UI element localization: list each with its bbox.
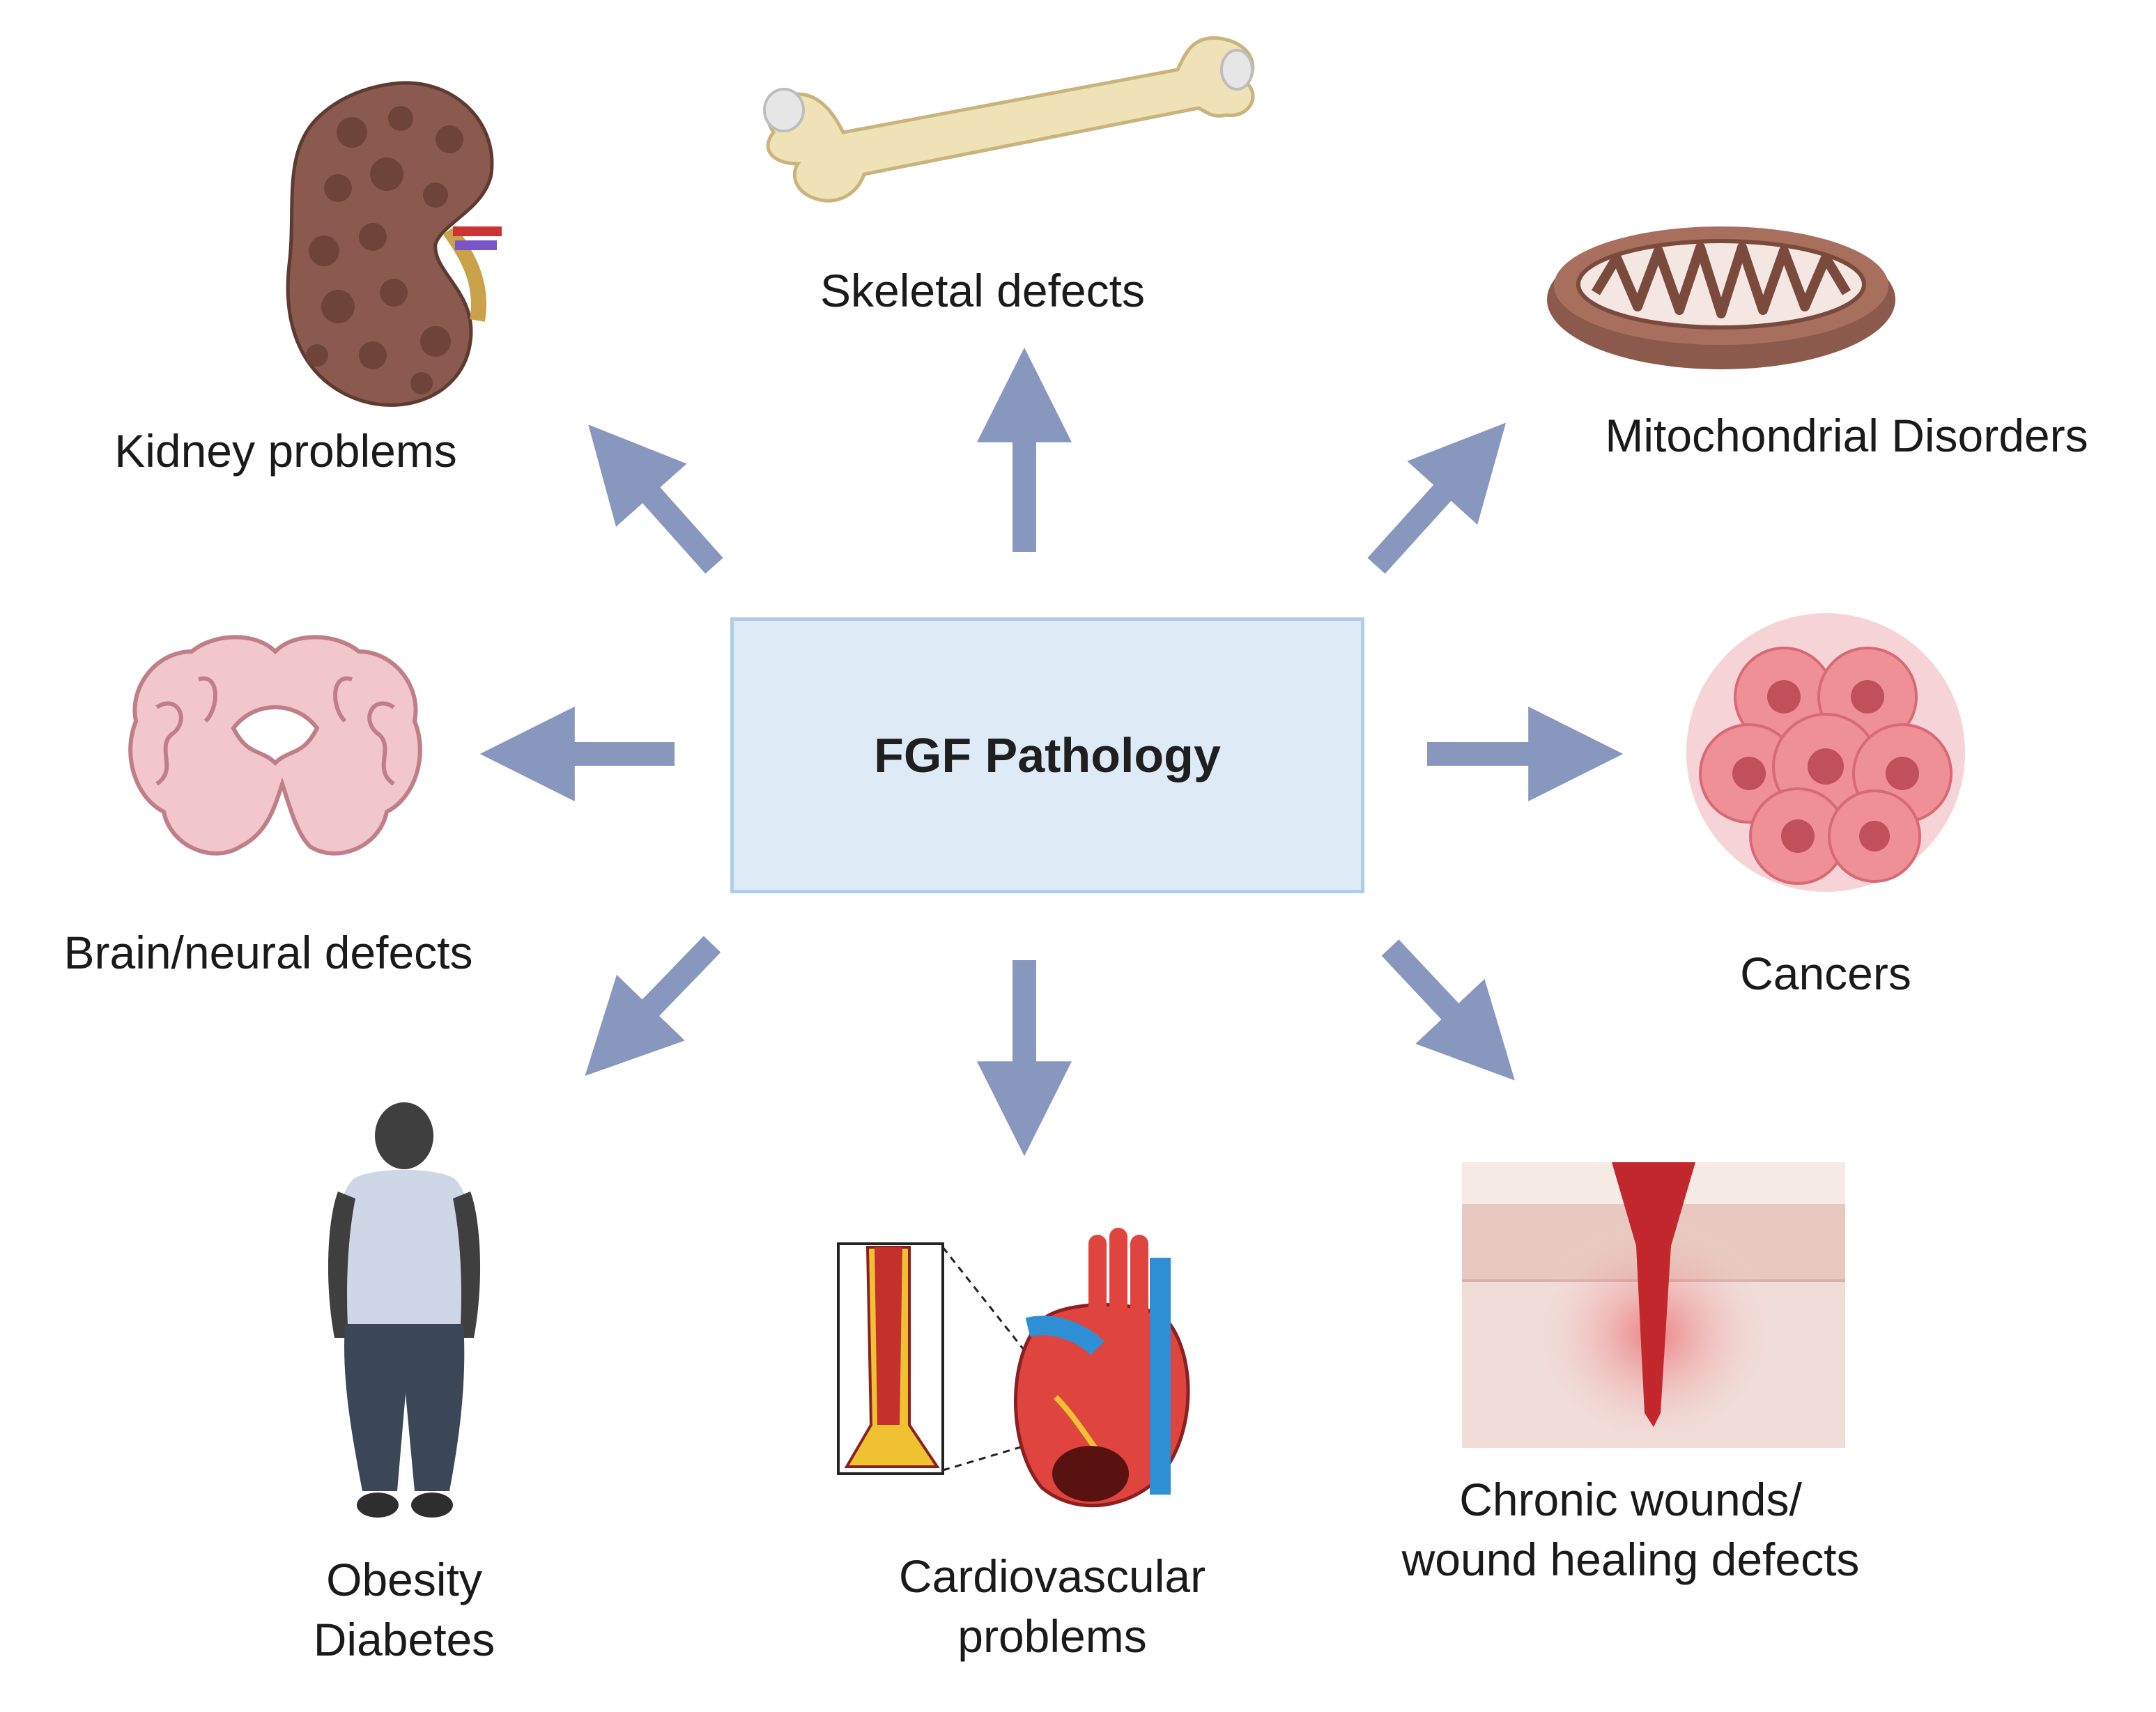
label-mito-text: Mitochondrial Disorders (1605, 410, 2088, 461)
arrow-up-right (1367, 422, 1507, 574)
label-skeletal-text: Skeletal defects (820, 265, 1145, 316)
label-brain-text: Brain/neural defects (63, 927, 473, 978)
center-title: FGF Pathology (874, 728, 1221, 782)
person-silhouette-icon (328, 1102, 481, 1518)
label-kidney-problems: Kidney problems (77, 422, 495, 481)
label-chronic-wounds: Chronic wounds/ wound healing defects (1338, 1470, 1923, 1590)
arrow-down-right (1381, 939, 1515, 1081)
label-wounds-line1: Chronic wounds/ (1459, 1474, 1802, 1525)
label-brain-neural-defects: Brain/neural defects (14, 923, 523, 983)
heart-icon (837, 1228, 1190, 1508)
arrow-up-left (588, 424, 723, 574)
kidney-icon (286, 81, 502, 407)
label-mitochondrial-disorders: Mitochondrial Disorders (1561, 406, 2132, 466)
center-box: FGF Pathology (730, 617, 1364, 893)
label-skeletal-defects: Skeletal defects (773, 261, 1192, 321)
label-wounds-line2: wound healing defects (1401, 1533, 1860, 1585)
arrow-down-left (585, 936, 721, 1077)
label-kidney-text: Kidney problems (114, 425, 457, 477)
brain-icon (128, 635, 422, 856)
label-obesity-diabetes: Obesity Diabetes (265, 1550, 544, 1670)
label-cardio-line2: problems (957, 1610, 1147, 1662)
mitochondrion-icon (1547, 226, 1895, 369)
label-cancers-text: Cancers (1740, 948, 1911, 999)
cancer-cells-icon (1686, 613, 1965, 892)
label-obesity-line1: Obesity (326, 1554, 482, 1605)
label-cancers: Cancers (1686, 944, 1965, 1004)
label-obesity-line2: Diabetes (313, 1613, 495, 1665)
label-cardio-line1: Cardiovascular (898, 1550, 1206, 1602)
skin-wound-icon (1462, 1162, 1845, 1448)
label-cardiovascular-problems: Cardiovascular problems (822, 1547, 1282, 1667)
bone-icon (763, 36, 1255, 203)
